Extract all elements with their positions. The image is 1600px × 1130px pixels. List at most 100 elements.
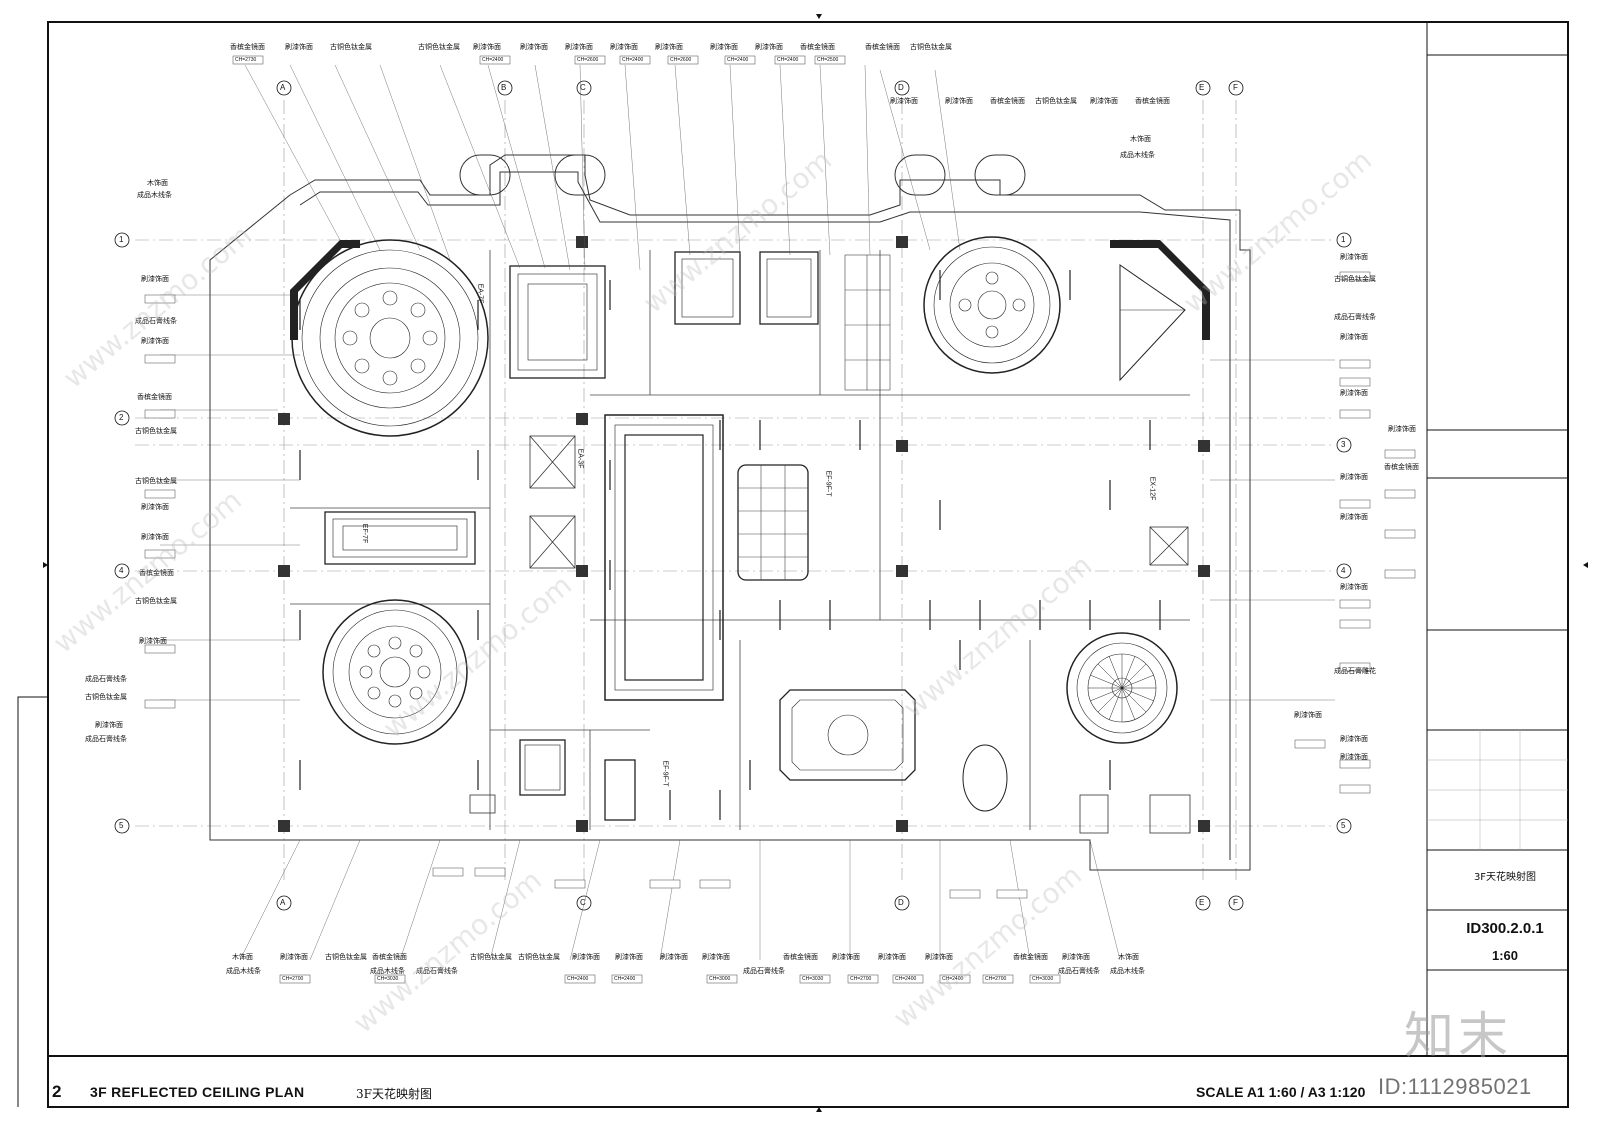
grid-label-4-right: 4 [1341, 566, 1346, 575]
callout-left-6: 古铜色钛金属 [135, 427, 177, 435]
grid-label-f: F [1233, 83, 1238, 92]
callout-bottom-11: 刷漆饰面 [832, 953, 860, 961]
callout-left-11: 古铜色钛金属 [135, 597, 177, 605]
callout-boxes [144, 55, 1416, 984]
round-ceiling-upper-left [291, 239, 489, 437]
structural-columns [278, 236, 1210, 832]
grid-label-e: E [1199, 83, 1205, 92]
callout-left-9: 刷漆饰面 [141, 533, 169, 541]
callout-left-16: 成品石膏线条 [85, 735, 127, 743]
round-ceiling-lower-left [322, 599, 468, 745]
height-top-7: CH=2500 [817, 57, 839, 63]
watermark-logo: 知末 [1404, 1007, 1512, 1065]
callout-right-1: 古铜色钛金属 [1334, 275, 1376, 283]
drawing-title: 3F REFLECTED CEILING PLAN [90, 1084, 305, 1100]
leader-lines [160, 64, 1335, 961]
callout-right-0: 刷漆饰面 [1340, 253, 1368, 261]
light-fixtures [299, 270, 1161, 820]
callouts-top-heights: CH=2730 CH=2400 CH=2600 CH=2400 CH=2600 … [230, 57, 850, 67]
callout-top-2: 古铜色钛金属 [330, 43, 372, 51]
callout-top-3: 古铜色钛金属 [418, 43, 460, 51]
callouts-top: 香槟金镜面 刷漆饰面 古铜色钛金属 古铜色钛金属 刷漆饰面 刷漆饰面 刷漆饰面 … [225, 42, 985, 54]
callout-ur-5: 香槟金镜面 [1135, 97, 1170, 105]
callout-bottom-6: 刷漆饰面 [572, 953, 600, 961]
callouts-bottom-sub: 成品木线条 成品石膏线条 成品木线条 成品石膏线条 成品石膏线条 成品木线条 [220, 966, 1145, 978]
center-markers [43, 14, 1588, 1112]
height-bottom-10: CH=3030 [1032, 976, 1054, 982]
height-bottom-5: CH=3030 [802, 976, 824, 982]
callout-bottom-13: 刷漆饰面 [925, 953, 953, 961]
height-bottom-0: CH=2700 [282, 976, 304, 982]
callouts-upper-right: 刷漆饰面 刷漆饰面 香槟金镜面 古铜色钛金属 刷漆饰面 香槟金镜面 木饰面 成品… [890, 96, 1190, 159]
callout-top-13: 古铜色钛金属 [910, 43, 952, 51]
grid-label-c: C [580, 83, 586, 92]
feature-grid [738, 254, 891, 580]
callouts-bottom: 木饰面 刷漆饰面 古铜色钛金属 香槟金镜面 古铜色钛金属 古铜色钛金属 刷漆饰面… [220, 952, 1140, 964]
grid-label-d: D [898, 83, 904, 92]
callouts-bottom-heights: CH=2700 CH=3030 CH=2400 CH=2400 CH=3000 … [280, 976, 1080, 986]
height-top-0: CH=2730 [235, 57, 257, 63]
callout-right-11: 刷漆饰面 [1294, 711, 1322, 719]
height-bottom-8: CH=2400 [942, 976, 964, 982]
callout-right-5: 刷漆饰面 [1388, 425, 1416, 433]
callout-bottom-15: 刷漆饰面 [1062, 953, 1090, 961]
height-bottom-6: CH=2700 [850, 976, 872, 982]
callout-right-8: 刷漆饰面 [1340, 513, 1368, 521]
callout-bottom-9: 刷漆饰面 [702, 953, 730, 961]
callout-right-3: 刷漆饰面 [1340, 333, 1368, 341]
height-bottom-9: CH=2700 [985, 976, 1007, 982]
coffer-ceilings [324, 251, 1186, 821]
height-top-4: CH=2600 [670, 57, 692, 63]
drawing-number: 2 [52, 1082, 62, 1101]
callout-ur-2: 香槟金镜面 [990, 97, 1025, 105]
callout-left-2: 刷漆饰面 [141, 275, 169, 283]
round-ceiling-upper-right [923, 236, 1061, 374]
shafts [469, 435, 1191, 834]
callout-ur-1: 刷漆饰面 [945, 97, 973, 105]
callout-top-4: 刷漆饰面 [473, 43, 501, 51]
callout-right-13: 刷漆饰面 [1340, 753, 1368, 761]
callout-left-10: 香槟金镜面 [139, 569, 174, 577]
grid-label-b: B [501, 83, 507, 92]
callout-right-7: 刷漆饰面 [1340, 473, 1368, 481]
callout-right-2: 成品石膏线条 [1334, 313, 1376, 321]
height-top-1: CH=2400 [482, 57, 504, 63]
grid-label-a-bottom: A [280, 898, 286, 907]
callout-right-10: 成品石膏雕花 [1334, 667, 1376, 675]
callout-top-8: 刷漆饰面 [655, 43, 683, 51]
callout-right-12: 刷漆饰面 [1340, 735, 1368, 743]
callout-left-14: 古铜色钛金属 [85, 693, 127, 701]
callout-bottom-16: 木饰面 [1118, 953, 1139, 961]
callout-left-1: 成品木线条 [137, 191, 172, 199]
callout-bottom-sub-2: 成品木线条 [370, 967, 405, 975]
grid-label-a: A [280, 83, 286, 92]
interior-walls [290, 250, 1190, 830]
callouts-left: 木饰面 成品木线条 刷漆饰面 成品石膏线条 刷漆饰面 香槟金镜面 古铜色钛金属 … [85, 178, 215, 743]
callout-right-4: 刷漆饰面 [1340, 389, 1368, 397]
callout-bottom-sub-5: 成品木线条 [1110, 967, 1145, 975]
grid-label-1-right: 1 [1341, 235, 1346, 244]
height-top-5: CH=2400 [727, 57, 749, 63]
grid-label-d-bottom: D [898, 898, 904, 907]
height-bottom-1: CH=3030 [377, 976, 399, 982]
callout-bottom-3: 香槟金镜面 [372, 953, 407, 961]
grid-lines [135, 100, 1335, 880]
callout-bottom-4: 古铜色钛金属 [470, 953, 512, 961]
callout-top-7: 刷漆饰面 [610, 43, 638, 51]
callout-left-4: 刷漆饰面 [141, 337, 169, 345]
callout-left-5: 香槟金镜面 [137, 393, 172, 401]
height-bottom-4: CH=3000 [709, 976, 731, 982]
callout-bottom-5: 古铜色钛金属 [518, 953, 560, 961]
callout-ur-6: 木饰面 [1130, 135, 1151, 143]
callout-left-13: 成品石膏线条 [85, 675, 127, 683]
callout-bottom-7: 刷漆饰面 [615, 953, 643, 961]
callout-ur-0: 刷漆饰面 [890, 97, 918, 105]
grid-label-1: 1 [119, 235, 124, 244]
callout-left-0: 木饰面 [147, 179, 168, 187]
callout-bottom-sub-0: 成品木线条 [226, 967, 261, 975]
grid-label-5-right: 5 [1341, 821, 1346, 830]
grid-label-e-bottom: E [1199, 898, 1205, 907]
grid-label-f-bottom: F [1233, 898, 1238, 907]
callout-left-7: 古铜色钛金属 [135, 477, 177, 485]
